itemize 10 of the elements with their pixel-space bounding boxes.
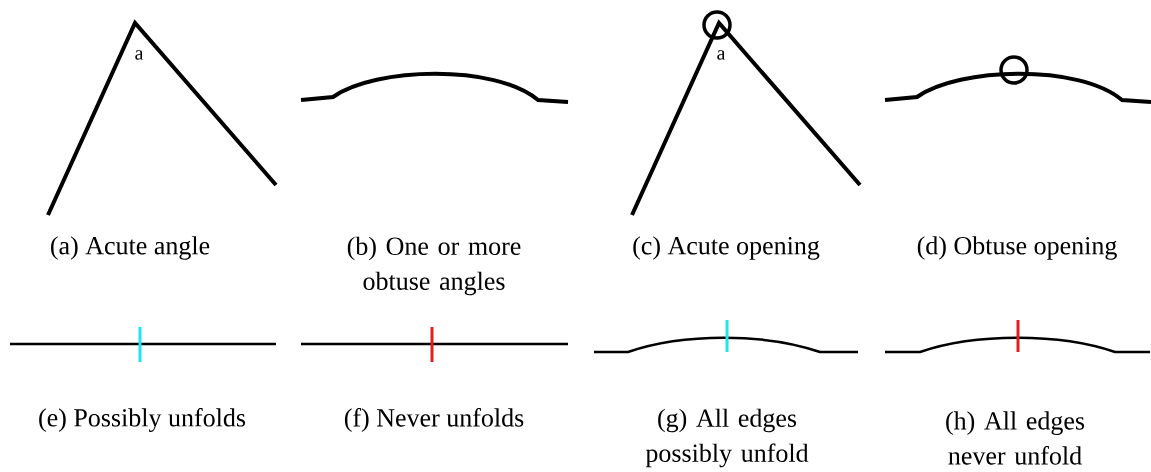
caption: (a) Acute angle bbox=[51, 236, 210, 260]
caption: (g) All edges possibly unfold bbox=[645, 408, 809, 468]
caption: (f) Never unfolds bbox=[344, 408, 524, 432]
vertex-label: a bbox=[135, 50, 144, 60]
caption: (d) Obtuse opening bbox=[917, 236, 1117, 260]
caption: (c) Acute opening bbox=[633, 236, 820, 260]
vertex-label: a bbox=[717, 50, 726, 60]
caption: (h) All edges never unfold bbox=[946, 411, 1085, 465]
caption: (b) One or more obtuse angles bbox=[347, 236, 521, 296]
caption: (e) Possibly unfolds bbox=[39, 408, 246, 432]
